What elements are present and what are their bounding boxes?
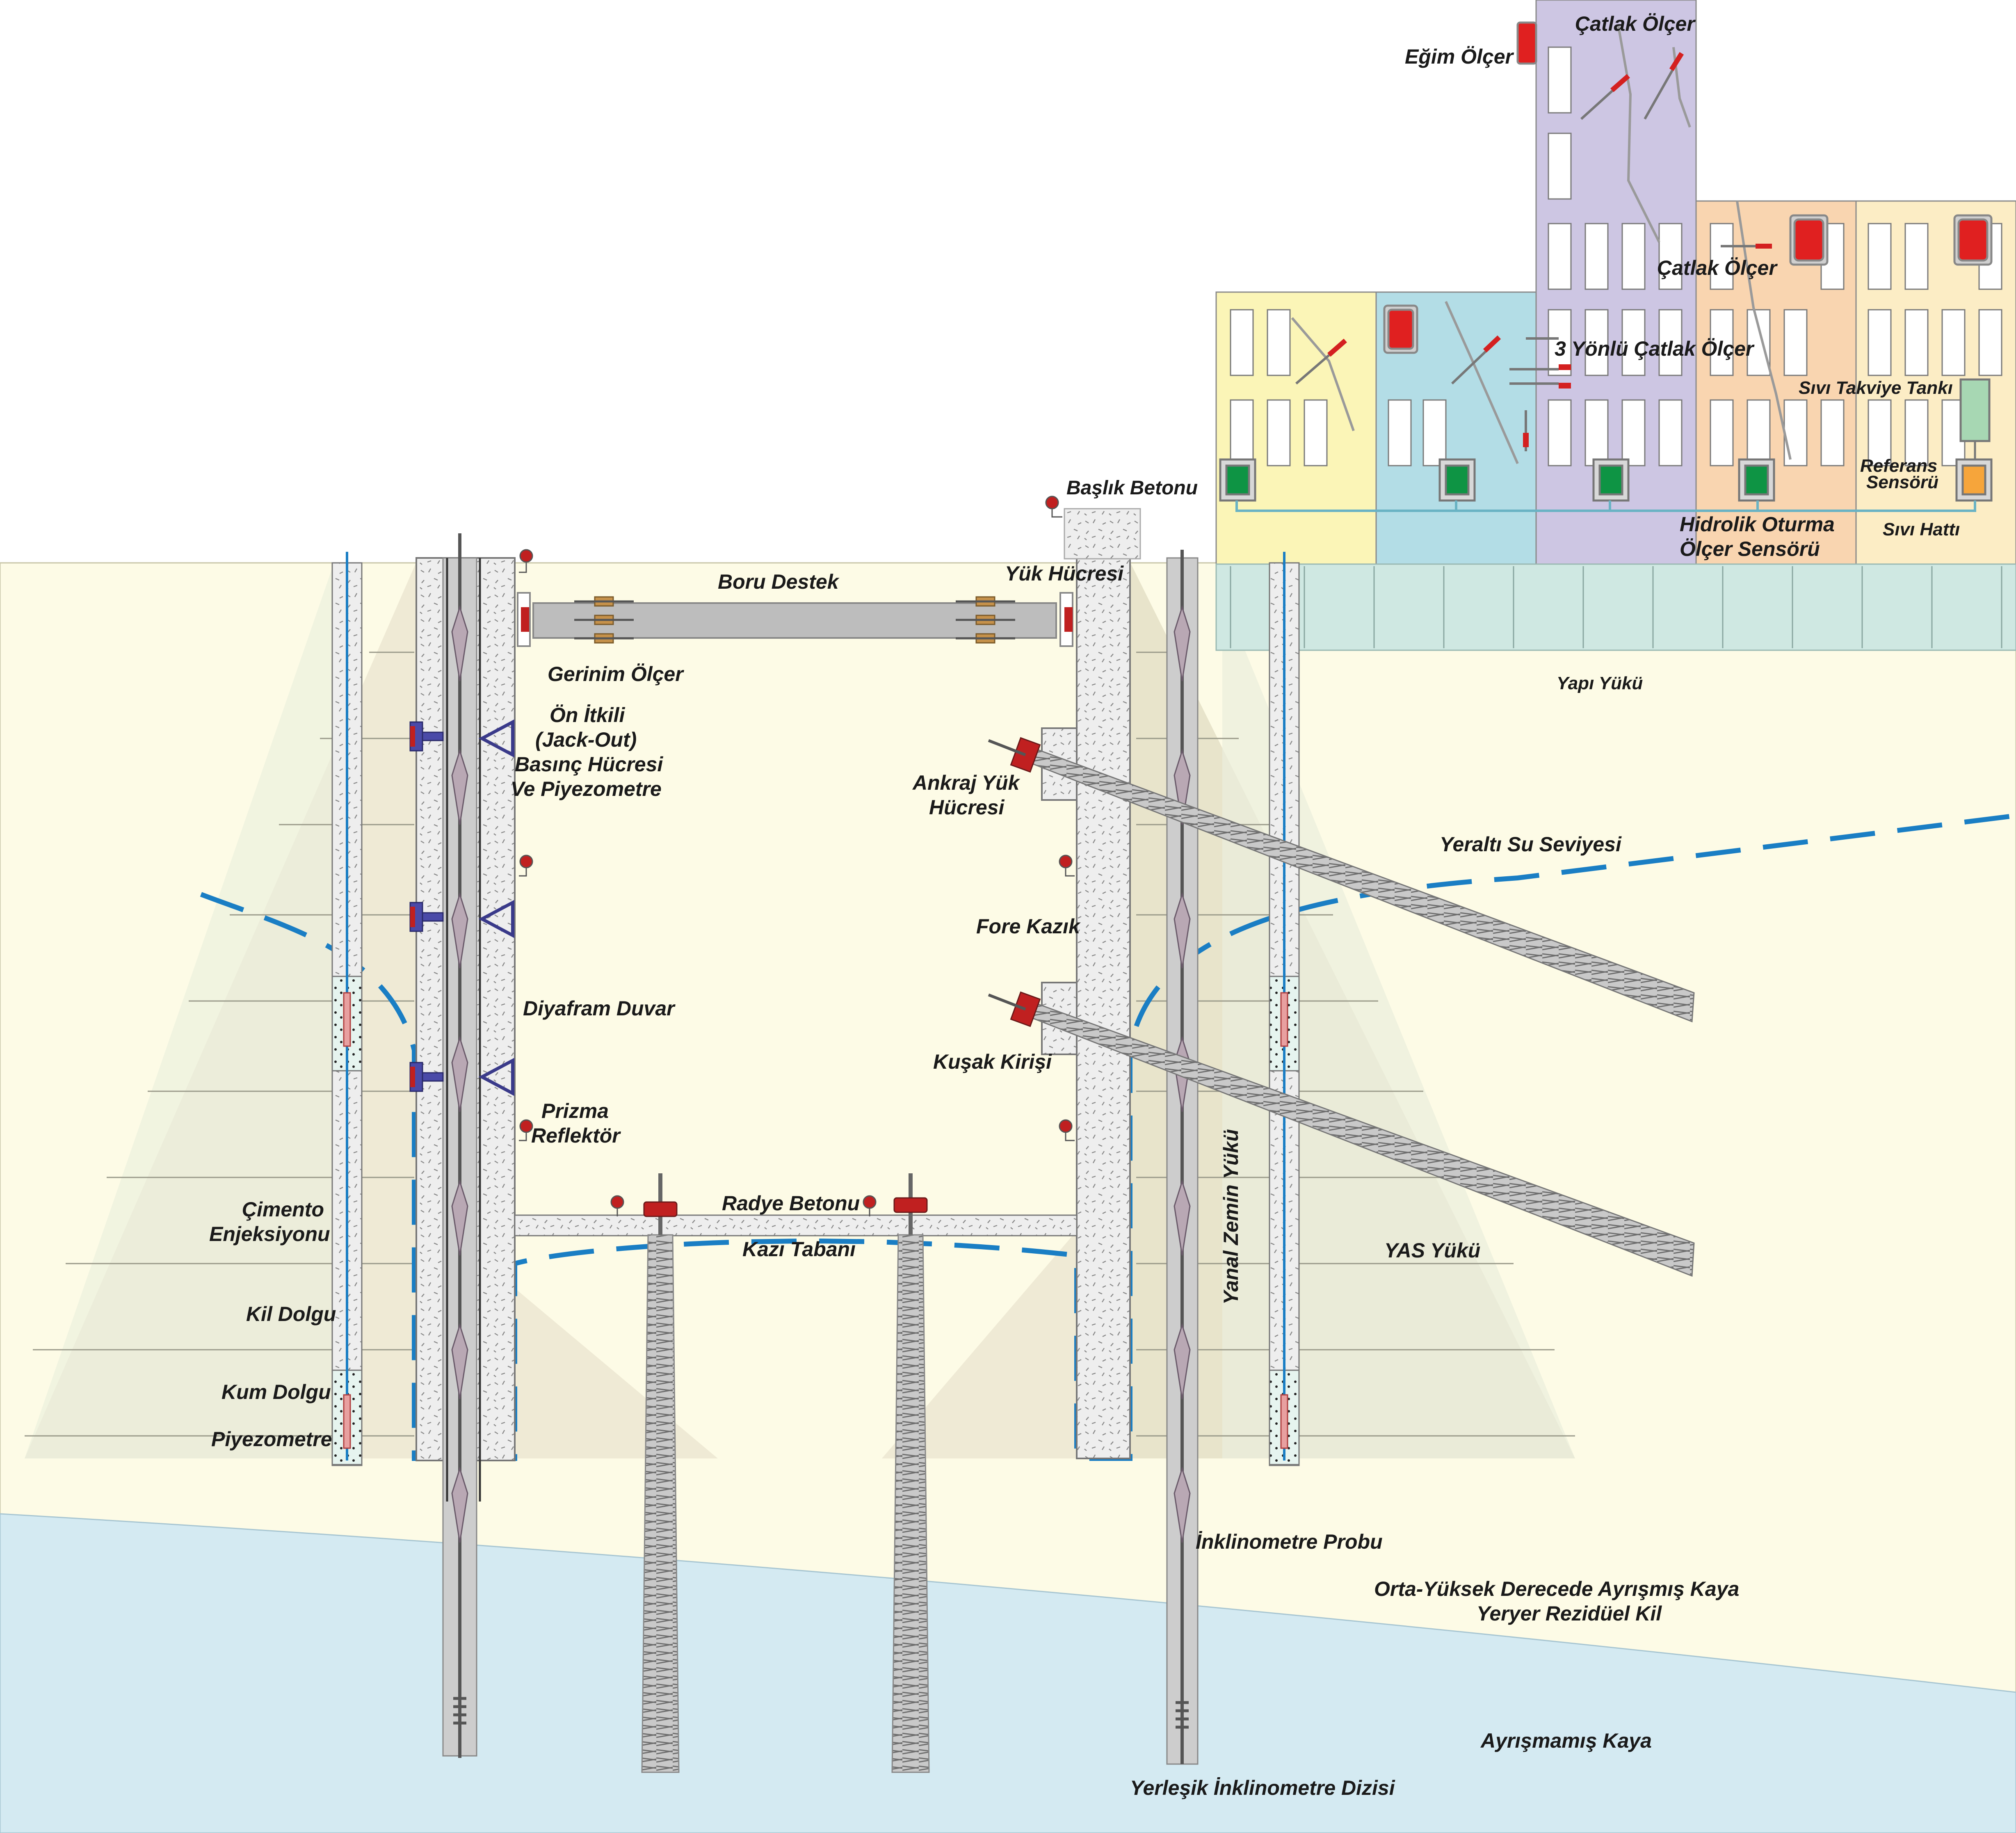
label-gerinim-olcer: Gerinim Ölçer <box>548 663 684 686</box>
tension-piles <box>641 1173 930 1773</box>
label-yerlesik-inklinometre: Yerleşik İnklinometre Dizisi <box>1130 1776 1395 1799</box>
building-cracks <box>1291 24 1792 464</box>
pressure-cells <box>409 719 514 1096</box>
label-ankraj-hucresi: Hücresi <box>929 796 1005 819</box>
label-ve-piyezometre: Ve Piyezometre <box>511 777 662 800</box>
label-inklinometre-probu: İnklinometre Probu <box>1196 1530 1383 1553</box>
label-kil-dolgu: Kil Dolgu <box>246 1303 336 1326</box>
label-yapi-yuku: Yapı Yükü <box>1557 673 1643 693</box>
label-referans: Referans <box>1860 456 1937 476</box>
piezometer-right <box>1269 552 1300 1466</box>
crack-meters <box>1295 52 1772 451</box>
label-hidrolik-oturma: Hidrolik Oturma <box>1680 513 1835 536</box>
label-cimento: Çimento <box>242 1198 324 1221</box>
cap-concrete <box>1064 508 1141 560</box>
label-yas-yuku: YAS Yükü <box>1384 1239 1480 1262</box>
prism-reflectors <box>519 496 1075 1216</box>
label-on-itkili: Ön İtkili <box>550 704 625 727</box>
label-kazi-tabani: Kazı Tabanı <box>742 1238 856 1261</box>
label-catlak-olcer-top: Çatlak Ölçer <box>1575 12 1696 35</box>
bored-pile-wall <box>1041 508 1141 1459</box>
label-reflektor: Reflektör <box>531 1124 621 1147</box>
label-olcer-sensoru: Ölçer Sensörü <box>1680 537 1820 560</box>
label-ankraj-yuk: Ankraj Yük <box>912 771 1020 794</box>
label-yanal-zemin-yuku: Yanal Zemin Yükü <box>1219 1129 1242 1305</box>
label-orta-yuksek: Orta-Yüksek Derecede Ayrışmış Kaya <box>1374 1577 1739 1600</box>
label-3-yonlu-catlak-olcer: 3 Yönlü Çatlak Ölçer <box>1555 337 1755 360</box>
fluid-line <box>1235 501 1976 512</box>
ground-anchors <box>988 737 1695 1277</box>
label-egim-olcer: Eğim Ölçer <box>1405 45 1514 68</box>
label-boru-destek: Boru Destek <box>718 570 840 593</box>
label-catlak-olcer-mid: Çatlak Ölçer <box>1657 256 1778 279</box>
label-rezidüel-kil: Yeryer Rezidüel Kil <box>1477 1602 1662 1625</box>
building-foundation <box>1215 563 2016 651</box>
piezometer-left <box>331 552 363 1466</box>
label-jack-out: (Jack-Out) <box>535 728 637 751</box>
label-fore-kazik: Fore Kazık <box>976 915 1081 938</box>
label-sivi-takviye-tanki: Sıvı Takviye Tankı <box>1799 378 1953 398</box>
label-prizma: Prizma <box>541 1099 609 1122</box>
tilt-meters <box>1383 21 1993 354</box>
label-kusak-kirisi: Kuşak Kirişi <box>933 1050 1052 1073</box>
structure-load-arrows <box>1230 566 2002 648</box>
raft-slab <box>514 1214 1078 1236</box>
label-radye-betonu: Radye Betonu <box>722 1192 860 1215</box>
label-baslik-betonu: Başlık Betonu <box>1066 477 1198 499</box>
label-basinc-hucresi: Basınç Hücresi <box>515 753 663 776</box>
label-diyafram-duvar: Diyafram Duvar <box>523 997 676 1020</box>
label-yeralti-su-seviyesi: Yeraltı Su Seviyesi <box>1440 833 1622 856</box>
label-piyezometre: Piyezometre <box>211 1428 332 1451</box>
settlement-sensors <box>1219 378 1993 502</box>
label-kum-dolgu: Kum Dolgu <box>221 1380 331 1403</box>
label-enjeksiyonu: Enjeksiyonu <box>209 1223 330 1246</box>
pipe-strut <box>517 592 1073 647</box>
diaphragm-wall <box>416 533 516 1758</box>
label-ayrismamis-kaya: Ayrışmamış Kaya <box>1480 1729 1652 1752</box>
building-windows <box>1230 46 2002 466</box>
label-sivi-hatti: Sıvı Hattı <box>1883 519 1960 539</box>
inclinometer-right <box>1166 550 1199 1765</box>
label-sensoru: Sensörü <box>1866 472 1938 492</box>
label-yuk-hucresi: Yük Hücresi <box>1005 562 1124 585</box>
